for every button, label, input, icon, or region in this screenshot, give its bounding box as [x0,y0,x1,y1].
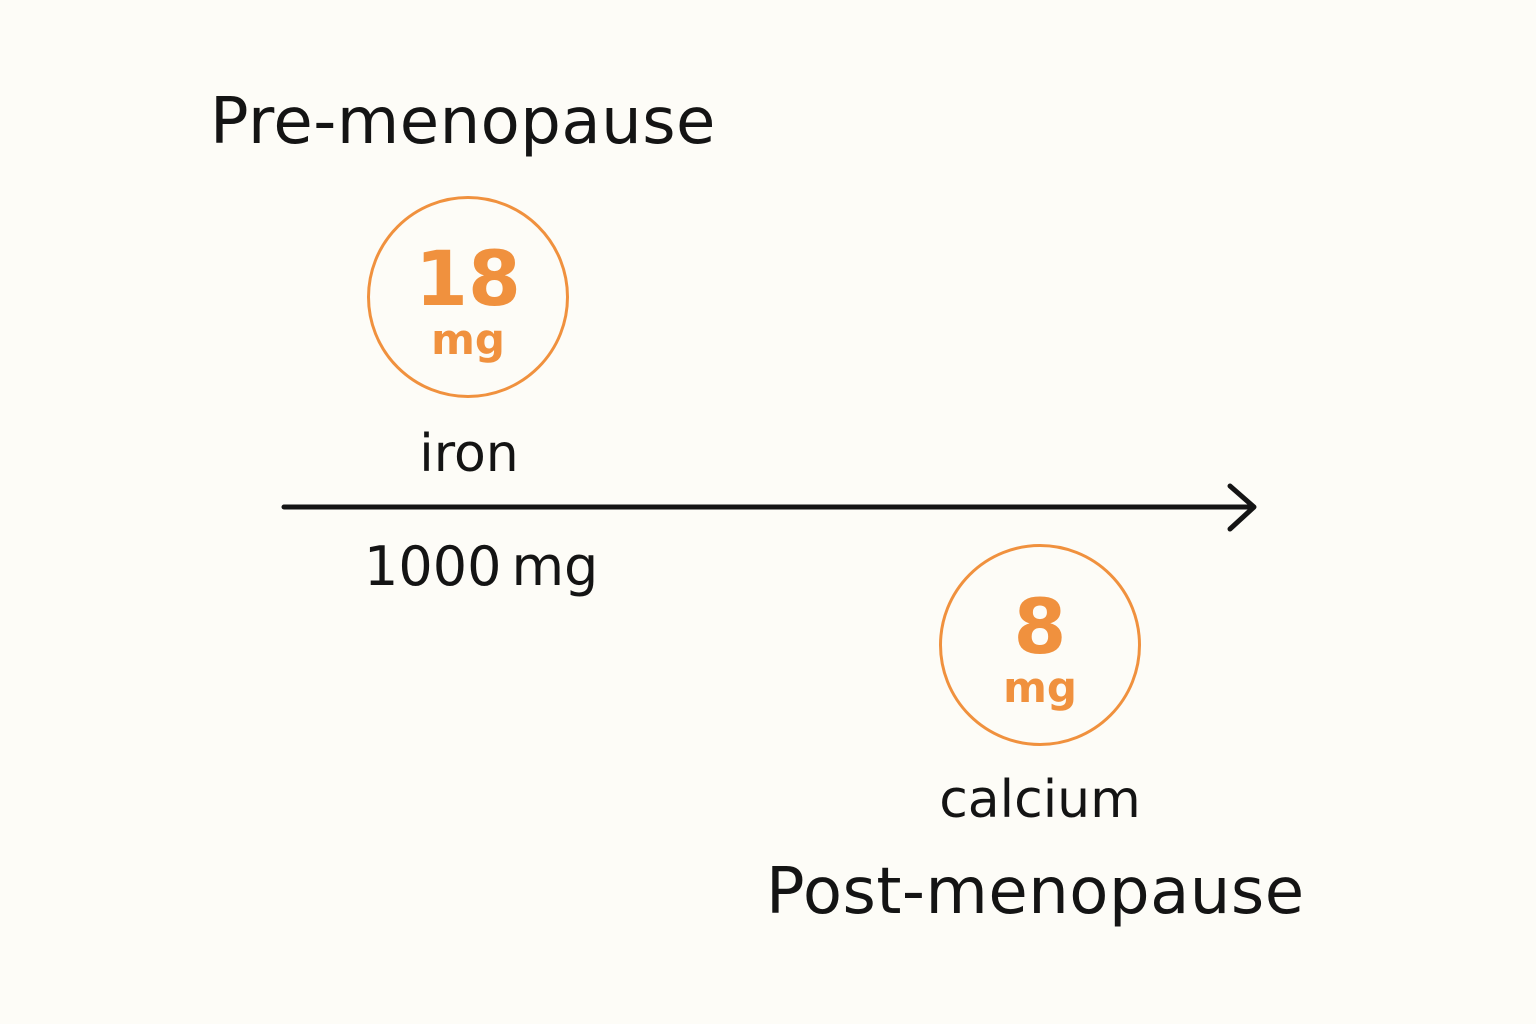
amount-unit: mg [511,535,599,598]
calcium-dose-value: 8 [1013,582,1067,671]
timeline-arrow-head [1227,483,1257,532]
iron-dose-value: 18 [415,234,521,323]
calcium-label: calcium [939,770,1141,830]
amount-value: 1000 [364,535,502,598]
iron-label: iron [419,424,519,484]
iron-dose-circle: 18 mg [367,196,569,398]
calcium-dose-unit: mg [1003,663,1077,712]
post-menopause-title: Post-menopause [766,855,1305,929]
pre-menopause-title: Pre-menopause [210,85,716,159]
iron-dose-unit: mg [431,315,505,364]
calcium-dose-circle: 8 mg [939,544,1141,746]
